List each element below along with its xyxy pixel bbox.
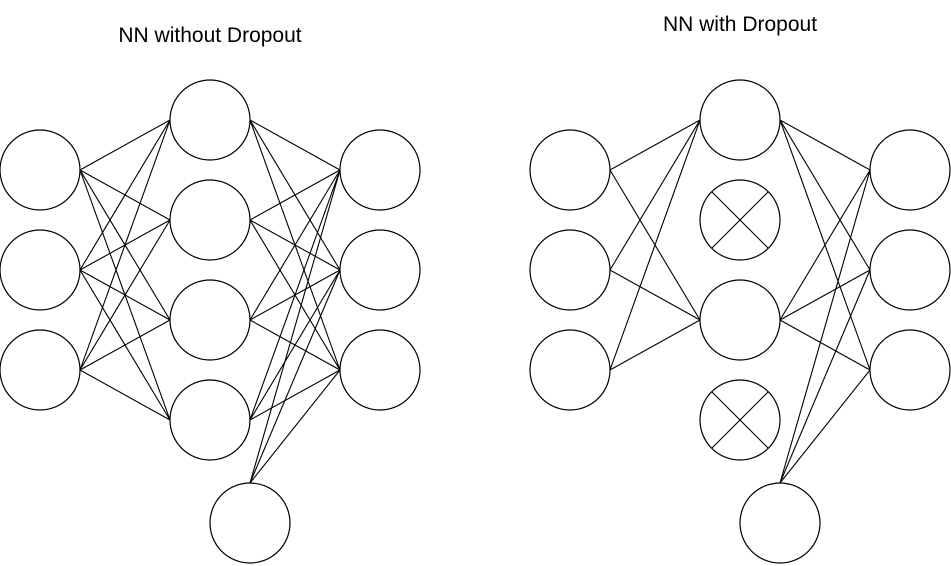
hidden-output-edge xyxy=(249,119,341,171)
bias-output-edge xyxy=(249,369,341,484)
hidden-output-edge xyxy=(779,269,871,321)
hidden-neuron xyxy=(699,79,781,161)
hidden-neuron xyxy=(169,79,251,161)
input-hidden-edge xyxy=(79,319,171,371)
hidden-output-edge xyxy=(779,119,871,171)
hidden-neuron xyxy=(169,179,251,261)
hidden-output-edge xyxy=(249,269,341,421)
hidden-neuron xyxy=(169,379,251,461)
input-hidden-edge xyxy=(609,119,701,271)
output-neuron xyxy=(869,129,951,211)
input-hidden-edge xyxy=(79,119,171,271)
bias-neuron xyxy=(739,482,821,564)
input-neuron xyxy=(0,229,81,311)
diagram-title-without-dropout: NN without Dropout xyxy=(118,24,302,47)
output-neuron xyxy=(339,229,421,311)
input-neuron xyxy=(0,329,81,411)
neurons-group xyxy=(0,79,951,564)
hidden-neuron xyxy=(169,279,251,361)
input-neuron xyxy=(529,329,611,411)
bias-output-edge xyxy=(249,269,341,484)
diagram-title-with-dropout: NN with Dropout xyxy=(662,13,818,36)
bias-neuron xyxy=(209,482,291,564)
output-neuron xyxy=(339,129,421,211)
output-neuron xyxy=(339,329,421,411)
hidden-output-edge xyxy=(249,169,341,421)
hidden-output-edge xyxy=(779,169,871,321)
input-neuron xyxy=(529,229,611,311)
input-hidden-edge xyxy=(79,219,171,371)
input-hidden-edge xyxy=(609,269,701,321)
input-hidden-edge xyxy=(609,119,701,371)
bias-output-edge xyxy=(779,269,871,484)
dropout-cross-mark xyxy=(711,391,769,449)
hidden-output-edge xyxy=(249,369,341,421)
input-hidden-edge xyxy=(609,319,701,371)
bias-output-edge xyxy=(779,169,871,484)
dropout-cross-mark xyxy=(711,191,769,249)
hidden-output-edge xyxy=(779,119,871,271)
hidden-neuron xyxy=(699,279,781,361)
hidden-output-edge xyxy=(249,169,341,221)
bias-output-edge xyxy=(249,169,341,484)
input-hidden-edge xyxy=(79,369,171,421)
input-hidden-edge xyxy=(609,119,701,171)
input-neuron xyxy=(0,129,81,211)
connections-group xyxy=(79,119,871,484)
bias-output-edge xyxy=(779,369,871,484)
input-hidden-edge xyxy=(79,119,171,171)
input-hidden-edge xyxy=(79,119,171,371)
input-neuron xyxy=(529,129,611,211)
hidden-output-edge xyxy=(249,169,341,321)
output-neuron xyxy=(869,229,951,311)
output-neuron xyxy=(869,329,951,411)
hidden-output-edge xyxy=(779,319,871,371)
